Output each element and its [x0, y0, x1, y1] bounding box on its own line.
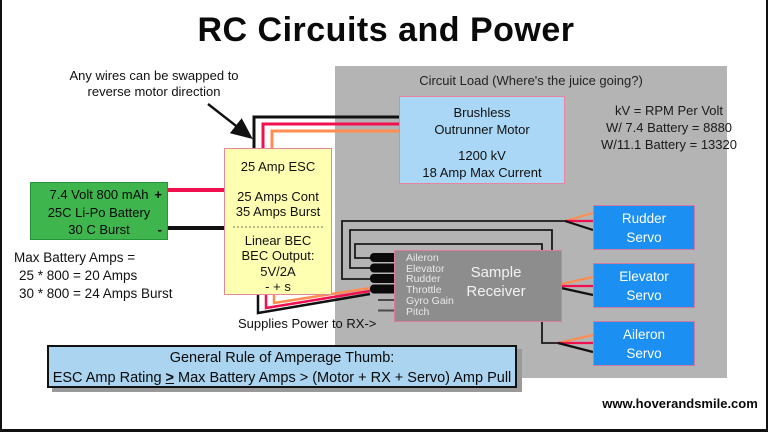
max-battery-line3: 30 * 800 = 24 Amps Burst [19, 286, 173, 301]
battery-positive-terminal: + [154, 187, 162, 202]
greater-equal-sign: > [165, 369, 175, 386]
annotation-arrow [207, 103, 253, 139]
motor-line1: Brushless [453, 105, 511, 120]
battery-negative-terminal: - [157, 222, 162, 237]
kv-note-line2: W/ 7.4 Battery = 8880 [605, 120, 733, 135]
rule-formula: ESC Amp Rating > Max Battery Amps > (Mot… [52, 369, 512, 386]
motor-line2: Outrunner Motor [434, 122, 530, 137]
swap-wires-note-line2: reverse motor direction [87, 84, 221, 99]
max-battery-line1: Max Battery Amps = [14, 250, 136, 265]
esc-title: 25 Amp ESC [240, 159, 316, 174]
rudder-servo-box: Rudder Servo [593, 205, 695, 250]
motor-box: Brushless Outrunner Motor 1200 kV 18 Amp… [399, 96, 565, 184]
supplies-power-label: Supplies Power to RX-> [238, 316, 377, 331]
battery-type: 25C Li-Po Battery [47, 204, 151, 220]
esc-pins: - + s [265, 279, 291, 294]
esc-bec-output-value: 5V/2A [260, 263, 296, 279]
circuit-load-label: Circuit Load (Where's the juice going?) [419, 73, 643, 88]
battery-spec: 7.4 Volt 800 mAh [49, 187, 149, 202]
battery-box: 7.4 Volt 800 mAh + 25C Li-Po Battery 30 … [30, 182, 168, 240]
esc-divider [233, 225, 323, 228]
esc-bec-type: Linear BEC [244, 232, 312, 248]
max-battery-note: Max Battery Amps = 25 * 800 = 20 Amps 30… [14, 249, 224, 303]
esc-box: 25 Amp ESC 25 Amps Cont 35 Amps Burst Li… [224, 148, 332, 295]
website-url: www.hoverandsmile.com [602, 396, 758, 411]
channel-pitch: Pitch [406, 305, 430, 318]
max-battery-line2: 25 * 800 = 20 Amps [19, 268, 138, 283]
rule-title: General Rule of Amperage Thumb: [169, 350, 395, 366]
kv-note: kV = RPM Per Volt W/ 7.4 Battery = 8880 … [575, 102, 763, 153]
amperage-rule-box: General Rule of Amperage Thumb: ESC Amp … [47, 345, 517, 388]
swap-wires-note-line1: Any wires can be swapped to [69, 68, 239, 83]
motor-max-current: 18 Amp Max Current [422, 165, 542, 180]
swap-wires-note: Any wires can be swapped to reverse moto… [30, 68, 278, 100]
receiver-name: Sample Receiver [466, 264, 526, 300]
esc-cont-rating: 25 Amps Cont [237, 188, 319, 204]
aileron-servo-box: Aileron Servo [593, 321, 695, 366]
elevator-servo-box: Elevator Servo [593, 263, 695, 308]
kv-note-line1: kV = RPM Per Volt [614, 103, 723, 118]
battery-burst: 30 C Burst [68, 222, 130, 237]
page-title: RC Circuits and Power [197, 11, 575, 49]
kv-note-line3: W/11.1 Battery = 13320 [601, 137, 737, 152]
motor-kv: 1200 kV [458, 148, 506, 163]
esc-burst-rating: 35 Amps Burst [235, 204, 321, 219]
esc-bec-output-label: BEC Output: [241, 248, 315, 263]
